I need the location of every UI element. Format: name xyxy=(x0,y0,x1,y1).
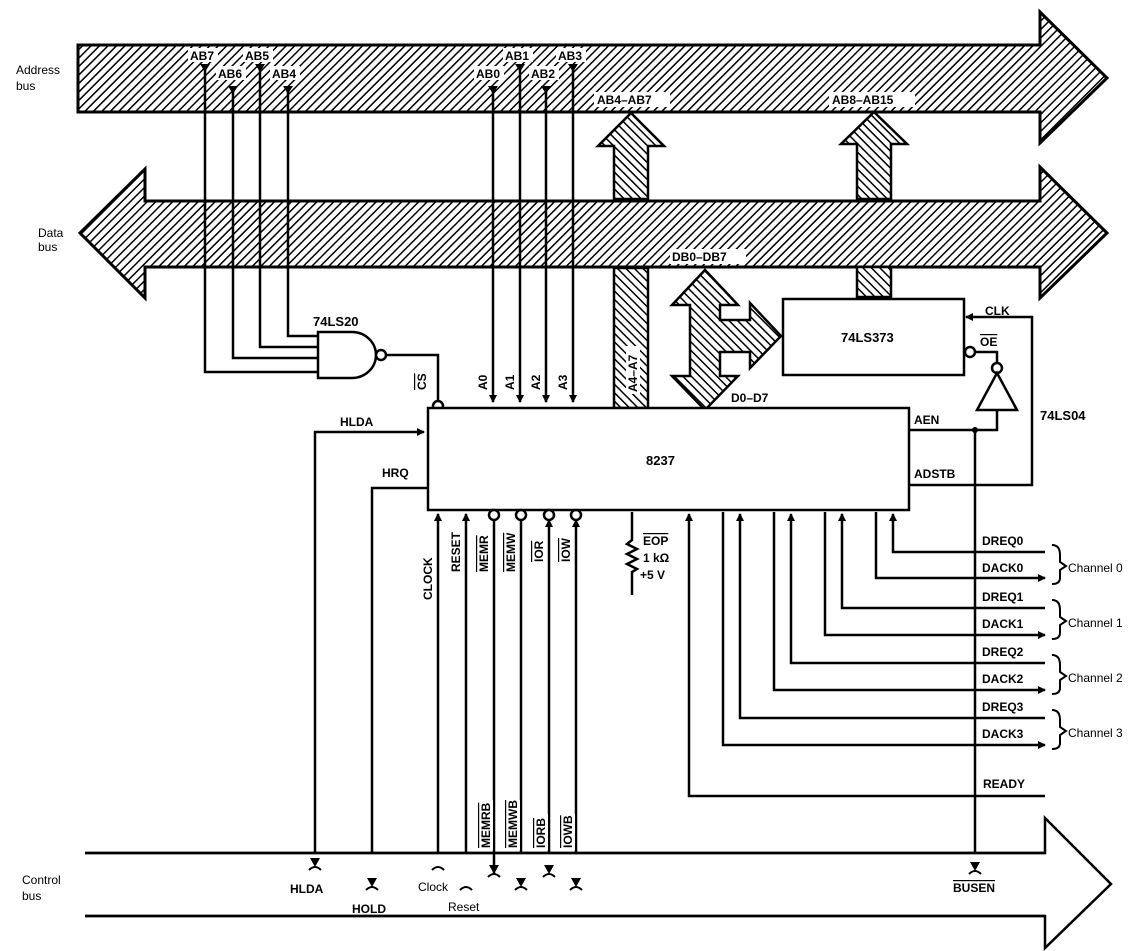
bottom-pin-wires xyxy=(434,508,583,890)
nand-gate-74ls20 xyxy=(316,330,445,413)
busen-label: BUSEN xyxy=(953,881,995,895)
ab8-ab15-label: AB8–AB15 xyxy=(832,93,894,107)
iow-pin-label: IOW xyxy=(559,537,573,562)
oe-label: OE xyxy=(980,335,997,349)
db0-db7-bidirectional-arrow xyxy=(669,268,783,412)
channel-labels: DREQ0 DACK0 DREQ1 DACK1 DREQ2 DACK2 DREQ… xyxy=(982,534,1024,741)
channel-3-label: Channel 3 xyxy=(1068,726,1123,740)
a3-label: A3 xyxy=(556,374,570,390)
nand-input-wires xyxy=(200,64,318,374)
channel-2-label: Channel 2 xyxy=(1068,671,1123,685)
memr-pin-label: MEMR xyxy=(477,535,491,572)
hold-bus-label: HOLD xyxy=(352,902,386,916)
db0-db7-label: DB0–DB7 xyxy=(672,250,727,264)
dreq1-label: DREQ1 xyxy=(982,590,1024,604)
data-bus-label-2: bus xyxy=(38,240,57,254)
data-bus xyxy=(77,163,1110,302)
ab5-label: AB5 xyxy=(245,49,269,63)
dreq0-label: DREQ0 xyxy=(982,534,1024,548)
latch-74ls373 xyxy=(781,297,966,377)
dma-label: 8237 xyxy=(646,453,675,468)
address-bus xyxy=(76,8,1110,147)
adstb-clk-wire xyxy=(910,313,1034,487)
dack1-label: DACK1 xyxy=(982,617,1024,631)
a2-label: A2 xyxy=(529,374,543,390)
eop-label: EOP xyxy=(643,534,668,548)
dack3-label: DACK3 xyxy=(982,727,1024,741)
control-bus-taps xyxy=(308,853,982,891)
d0-d7-label: D0–D7 xyxy=(731,391,769,405)
ab4-label: AB4 xyxy=(272,67,296,81)
hrq-wire xyxy=(370,486,428,878)
channel-wires xyxy=(721,512,1046,749)
ab6-label: AB6 xyxy=(218,67,242,81)
inverter-74ls04 xyxy=(910,361,1020,432)
dack2-label: DACK2 xyxy=(982,672,1024,686)
clock-bus-label: Clock xyxy=(418,880,449,894)
nand-label: 74LS20 xyxy=(313,314,359,329)
dreq2-label: DREQ2 xyxy=(982,645,1024,659)
ab1-label: AB1 xyxy=(505,49,529,63)
dack0-label: DACK0 xyxy=(982,561,1024,575)
hlda-wire xyxy=(313,428,425,858)
memw-pin-label: MEMW xyxy=(504,532,518,572)
eop-resistor-value: 1 kΩ xyxy=(643,551,670,565)
control-bus-label-2: bus xyxy=(22,889,41,903)
hlda-pin-label: HLDA xyxy=(340,415,374,429)
hrq-label: HRQ xyxy=(382,466,409,480)
a1-label: A1 xyxy=(503,374,517,390)
ab4-ab7-label: AB4–AB7 xyxy=(597,93,652,107)
latch-label: 74LS373 xyxy=(841,330,894,345)
cs-label: CS xyxy=(415,373,429,390)
ab2-label: AB2 xyxy=(531,67,555,81)
memrb-label: MEMRB xyxy=(479,802,493,848)
a4-a7-label: A4–A7 xyxy=(626,354,640,392)
iorb-label: IORB xyxy=(534,818,548,848)
a0-label: A0 xyxy=(476,374,490,390)
address-a0-a3-wires xyxy=(488,64,578,403)
iowb-label: IOWB xyxy=(561,815,575,848)
control-bus xyxy=(80,814,1113,951)
ready-label: READY xyxy=(983,777,1025,791)
control-bus-label: Control xyxy=(22,873,61,887)
channel-0-label: Channel 0 xyxy=(1068,561,1123,575)
eop-pullup-resistor xyxy=(624,512,640,595)
dreq3-label: DREQ3 xyxy=(982,700,1024,714)
hlda-bus-label: HLDA xyxy=(290,882,324,896)
channel-1-label: Channel 1 xyxy=(1068,616,1123,630)
ior-pin-label: IOR xyxy=(532,540,546,562)
clk-label: CLK xyxy=(985,304,1010,318)
address-tap-labels: AB7 AB5 AB6 AB4 AB1 AB3 AB0 AB2 AB4–AB7 … xyxy=(188,48,915,264)
inverter-label: 74LS04 xyxy=(1040,408,1086,423)
ready-wire xyxy=(685,513,1045,798)
address-bus-label: Address xyxy=(16,63,60,77)
data-bus-label: Data xyxy=(38,226,64,240)
eop-supply: +5 V xyxy=(640,568,665,582)
ab8-ab15-arrow xyxy=(837,110,911,299)
reset-bus-label: Reset xyxy=(448,900,480,914)
channel-braces xyxy=(1051,544,1068,750)
ab0-label: AB0 xyxy=(476,67,500,81)
aen-label: AEN xyxy=(914,413,939,427)
ab7-label: AB7 xyxy=(190,49,214,63)
reset-pin-label: RESET xyxy=(449,531,463,572)
clock-pin-label: CLOCK xyxy=(421,557,435,600)
ab3-label: AB3 xyxy=(558,49,582,63)
dma-controller-8237 xyxy=(426,406,911,512)
memwb-label: MEMWB xyxy=(506,800,520,848)
adstb-label: ADSTB xyxy=(914,467,956,481)
address-bus-label-2: bus xyxy=(16,79,35,93)
